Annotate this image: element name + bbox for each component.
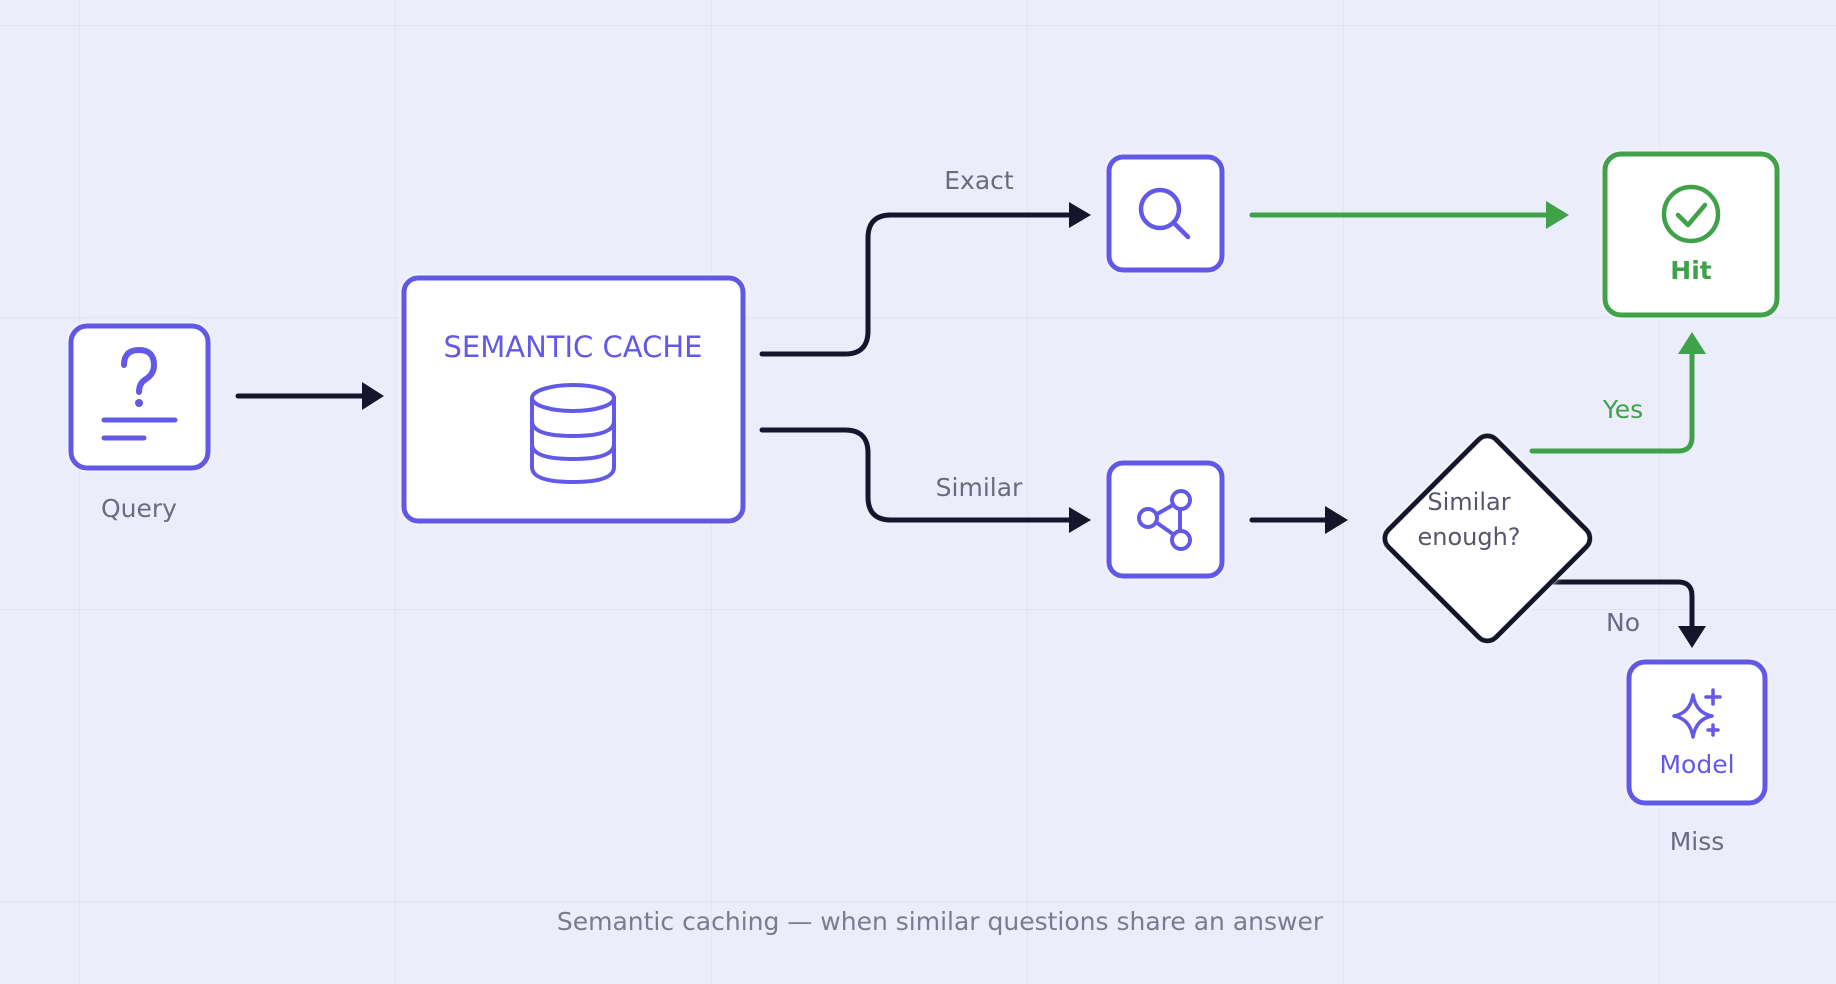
edge-similar-to-decision (1249, 506, 1348, 534)
edge-decision-yes-to-hit: Yes (1529, 332, 1706, 454)
exact-search-node (1106, 154, 1225, 273)
model-node: Model (1626, 659, 1768, 806)
miss-label: Miss (1670, 827, 1725, 856)
edge-cache-to-exact: Exact (759, 166, 1091, 357)
database-icon (530, 383, 616, 485)
decision-line-1: Similar (1427, 488, 1510, 516)
diagram-caption: Semantic caching — when similar question… (557, 907, 1324, 936)
check-circle-icon (1661, 184, 1721, 244)
decision-line-2: enough? (1417, 523, 1520, 551)
model-label: Model (1659, 750, 1734, 779)
similar-search-node (1106, 460, 1225, 579)
search-icon (1138, 187, 1191, 240)
semantic-cache-title: SEMANTIC CACHE (444, 330, 703, 364)
question-icon (101, 346, 178, 441)
hit-label: Hit (1670, 256, 1711, 285)
edge-cache-to-similar: Similar (759, 427, 1091, 533)
hit-node: Hit (1602, 151, 1780, 318)
query-label: Query (101, 494, 177, 523)
share-nodes-icon (1137, 489, 1192, 551)
edge-label-similar: Similar (936, 473, 1023, 502)
decision-node: Similar enough? (1382, 433, 1593, 644)
edge-label-exact: Exact (944, 166, 1014, 195)
edge-decision-no-to-model: No (1529, 579, 1706, 648)
semantic-cache-node: SEMANTIC CACHE (401, 275, 746, 524)
sparkle-icon (1672, 688, 1722, 739)
edge-exact-to-hit (1249, 201, 1569, 229)
edge-query-to-cache (235, 382, 384, 410)
edge-label-no: No (1606, 608, 1640, 637)
edge-label-yes: Yes (1602, 395, 1643, 424)
query-node (68, 323, 211, 471)
